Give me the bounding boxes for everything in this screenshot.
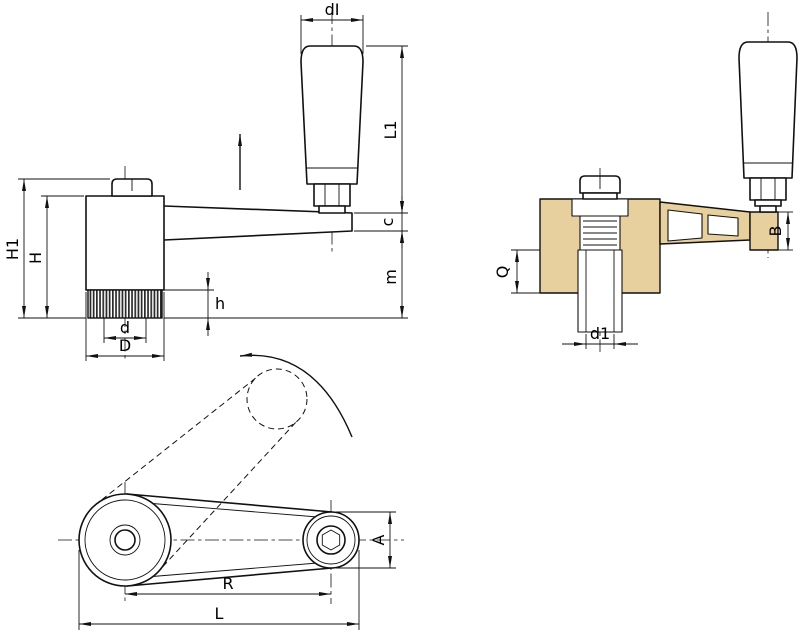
plan-view: A R L — [58, 352, 404, 630]
dim-label-A: A — [369, 534, 388, 545]
rotation-arrow — [239, 352, 353, 438]
dim-B: B — [766, 211, 793, 251]
dim-L1: L1 — [354, 45, 408, 214]
dim-R: R — [125, 574, 331, 596]
dim-label-c: c — [378, 218, 397, 227]
dim-D: D — [85, 292, 165, 361]
hub-bore — [114, 529, 136, 551]
crank-arm — [163, 205, 353, 241]
dim-label-dI: dI — [325, 0, 340, 19]
dim-L: L — [78, 550, 360, 630]
dim-Q: Q — [493, 249, 540, 294]
top-recess — [571, 198, 629, 217]
dim-label-H: H — [26, 252, 45, 264]
dim-d: d — [103, 318, 147, 343]
dim-label-m: m — [381, 269, 400, 285]
dim-label-R: R — [222, 574, 233, 593]
dim-m: m — [166, 231, 408, 319]
handle-nut-2 — [749, 177, 787, 201]
side-view: dI L1 c m H1 — [3, 0, 408, 362]
plan-arm — [126, 493, 333, 587]
plan-handle-circle — [302, 511, 360, 569]
bushing — [577, 249, 623, 333]
handle-collar — [318, 205, 346, 214]
dim-dI: dI — [300, 0, 364, 54]
dim-label-D: D — [119, 336, 131, 355]
dim-H1: H1 — [3, 178, 110, 319]
dim-c: c — [354, 196, 408, 248]
ghost-handle-circle — [246, 368, 308, 430]
handle-nut — [313, 183, 351, 207]
revolving-handle — [300, 45, 364, 185]
arm-pocket — [667, 209, 703, 242]
crank-body — [85, 195, 165, 291]
rotation-ghost — [93, 368, 308, 575]
dim-A: A — [336, 511, 396, 569]
dim-label-L1: L1 — [381, 120, 400, 139]
section-view: Q d1 B — [493, 12, 798, 352]
dim-h: h — [164, 272, 225, 336]
index-spring — [583, 220, 617, 246]
dim-label-B: B — [766, 226, 785, 237]
plan-hub-circle — [78, 493, 172, 587]
revolving-handle-2 — [738, 41, 798, 179]
handle-hub-boss — [749, 211, 779, 251]
hex-socket — [321, 529, 341, 551]
dim-label-Q: Q — [493, 266, 512, 279]
arm-pocket — [707, 214, 739, 237]
knurled-grip — [87, 289, 163, 319]
handle-collar-2 — [754, 199, 782, 207]
dim-label-d: d — [120, 318, 130, 337]
dim-d1: d1 — [562, 324, 638, 349]
dim-label-h: h — [215, 294, 225, 313]
handle-stud — [759, 205, 777, 213]
dim-label-d1: d1 — [590, 324, 610, 343]
dim-label-H1: H1 — [3, 238, 22, 260]
dim-H: H — [26, 195, 84, 318]
screw-washer — [582, 192, 618, 200]
dim-label-L: L — [215, 604, 224, 623]
